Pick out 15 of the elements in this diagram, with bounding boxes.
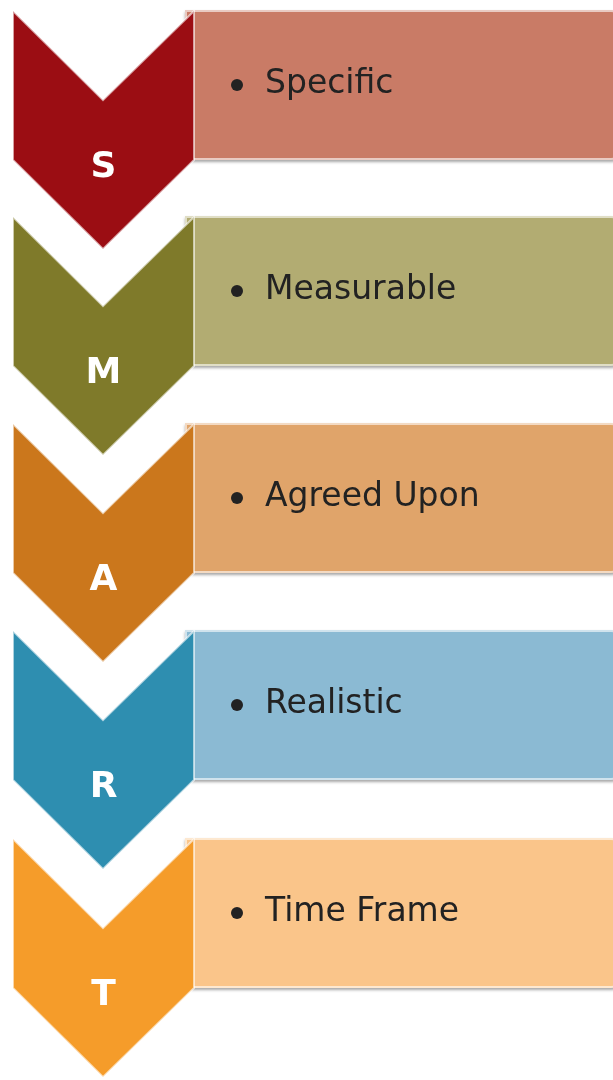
letter: M (84, 349, 123, 393)
text-panel (185, 630, 613, 780)
text-panel (185, 423, 613, 573)
list-item: Realistic (265, 681, 403, 723)
list-item: Time Frame (265, 889, 460, 931)
text-panel (185, 838, 613, 988)
letter: T (90, 971, 117, 1015)
letter: R (88, 763, 119, 807)
text-panel (185, 216, 613, 366)
list-item: Measurable (265, 267, 457, 309)
letter: A (88, 556, 119, 600)
list-item: Agreed Upon (265, 474, 480, 516)
text-panel (185, 10, 613, 160)
list-item: Specific (265, 61, 394, 103)
letter: S (89, 143, 118, 187)
